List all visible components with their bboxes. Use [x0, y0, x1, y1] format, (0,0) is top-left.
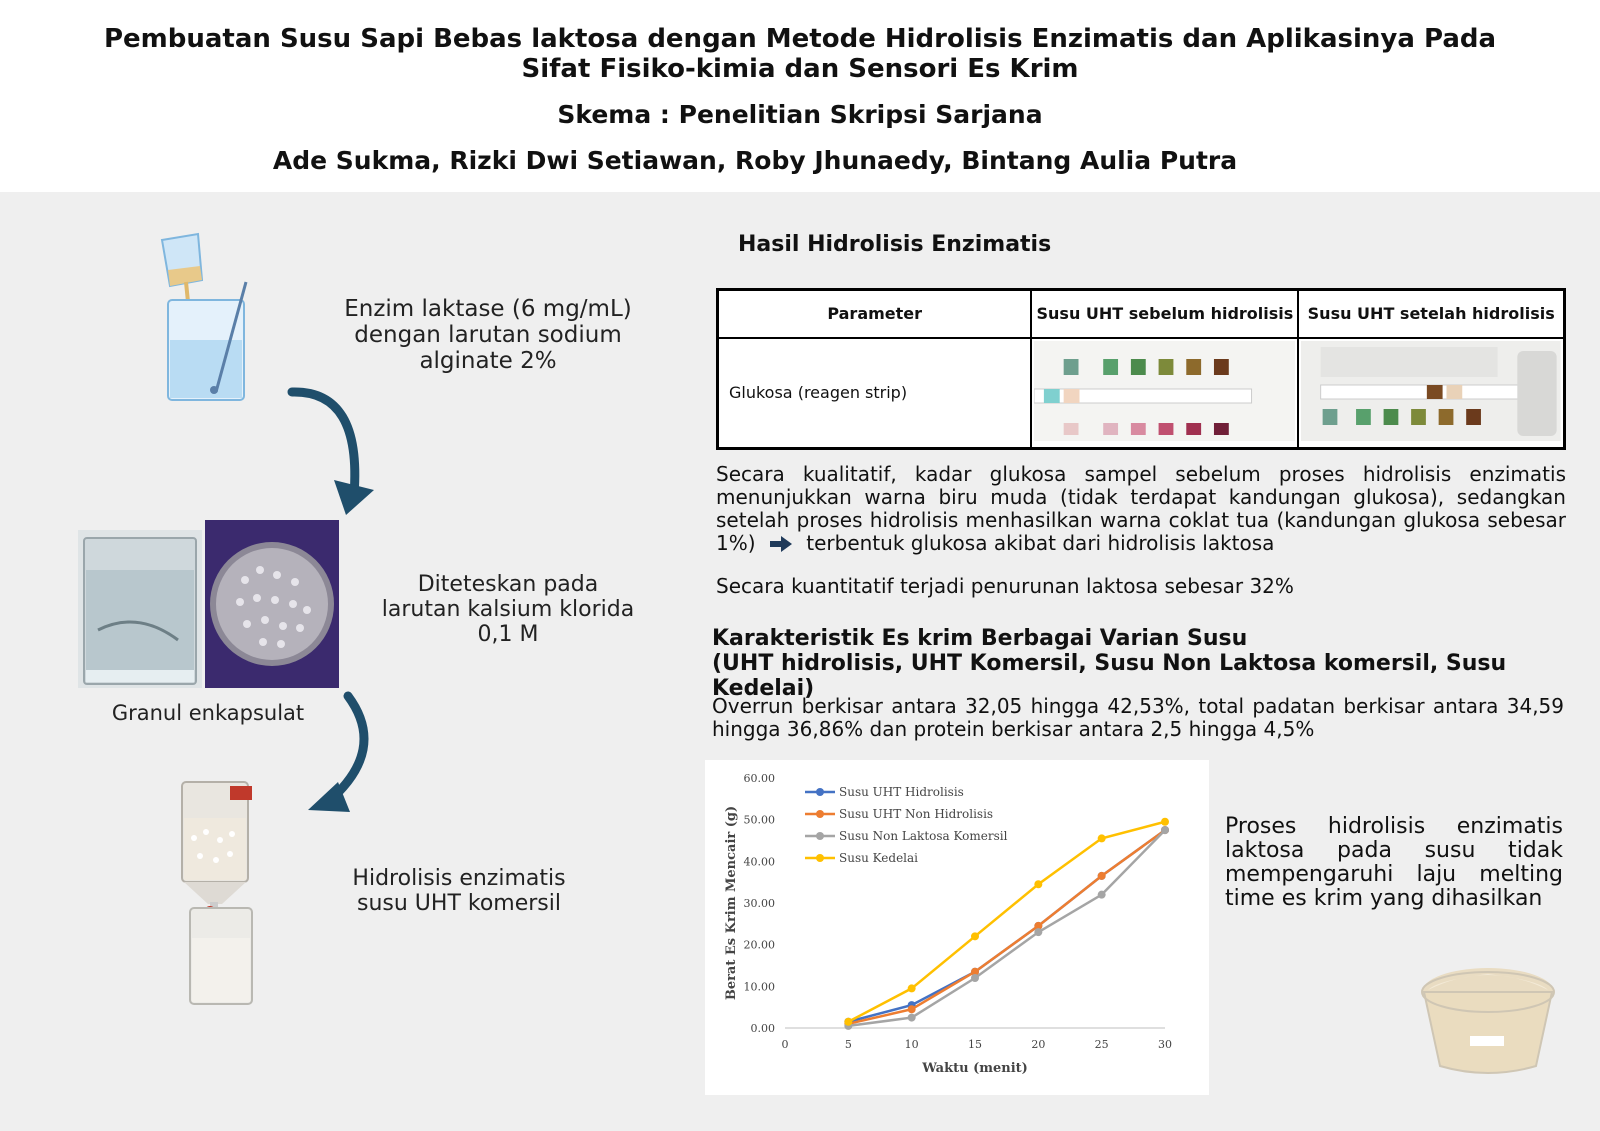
- series-4-point: [1034, 880, 1043, 889]
- series-3-point: [1097, 890, 1106, 899]
- conclusion-text: Proses hidrolisis enzimatis laktosa pada…: [1225, 814, 1563, 911]
- series-4-point: [1097, 834, 1106, 843]
- poster-header: Pembuatan Susu Sapi Bebas laktosa dengan…: [0, 0, 1600, 192]
- series-2-point: [1097, 871, 1106, 880]
- melting-chart-svg: 0.00 10.00 20.00 30.00 40.00 50.00 60.00 0 5 10 15…: [724, 772, 1172, 1076]
- results-table: Parameter Susu UHT sebelum hidrolisis Su…: [716, 288, 1566, 450]
- melting-chart: 0.00 10.00 20.00 30.00 40.00 50.00 60.00 0 5 10 15…: [705, 760, 1209, 1095]
- series-line-4: [847, 820, 1166, 1023]
- icecream-cup-photo: [1421, 968, 1555, 1074]
- legend-label-3: Susu Non Laktosa Komersil: [839, 829, 1008, 843]
- y-tick-label: 20.00: [744, 939, 776, 952]
- right-arrow-icon: [769, 536, 792, 552]
- series-line-3: [848, 829, 1166, 1028]
- legend-marker-1: [816, 788, 824, 796]
- research-scheme: Skema : Penelitian Skripsi Sarjana: [557, 100, 1043, 129]
- table-header-after: Susu UHT setelah hidrolisis: [1297, 288, 1566, 339]
- y-axis-label: Berat Es Krim Mencair (g): [724, 806, 739, 1000]
- y-tick-label: 10.00: [744, 980, 776, 993]
- qualitative-text-b: terbentuk glukosa akibat dari hidrolisis…: [806, 531, 1275, 555]
- y-tick-label: 40.00: [744, 855, 776, 868]
- series-4-point: [971, 932, 979, 941]
- flow-arrow-icon: [308, 691, 369, 812]
- table-header-before: Susu UHT sebelum hidrolisis: [1030, 288, 1300, 339]
- series-3-point: [1034, 928, 1043, 937]
- table-cell-parameter: Glukosa (reagen strip): [716, 336, 1033, 449]
- series-2-point: [907, 1005, 916, 1014]
- legend-marker-3: [816, 832, 824, 840]
- results-title: Hasil Hidrolisis Enzimatis: [738, 232, 1052, 257]
- table-header-parameter: Parameter: [716, 288, 1033, 339]
- series-line-2: [848, 829, 1166, 1026]
- y-tick-label: 0.00: [751, 1022, 776, 1035]
- step2-text: Diteteskan pada larutan kalsium klorida …: [381, 572, 635, 647]
- x-tick-label: 30: [1158, 1038, 1172, 1051]
- qualitative-text-a: Secara kualitatif, kadar glukosa sampel …: [716, 462, 1566, 555]
- calcium-chloride-beaker-photo: [78, 530, 202, 688]
- flow-arrow-icon: [287, 387, 374, 515]
- legend-label-4: Susu Kedelai: [839, 851, 918, 865]
- series-3-point: [1161, 826, 1169, 835]
- quantitative-text: Secara kuantitatif terjadi penurunan lak…: [716, 574, 1294, 598]
- x-tick-label: 5: [845, 1038, 852, 1051]
- icecream-title-line2: (UHT hidrolisis, UHT Komersil, Susu Non …: [712, 651, 1507, 701]
- qualitative-text: Secara kualitatif, kadar glukosa sampel …: [716, 463, 1566, 555]
- series-4-point: [844, 1017, 853, 1026]
- reagent-strip-before-image: [1033, 340, 1296, 441]
- x-tick-label: 25: [1095, 1038, 1109, 1051]
- granule-label: Granul enkapsulat: [111, 701, 305, 725]
- legend-marker-4: [816, 854, 824, 862]
- authors: Ade Sukma, Rizki Dwi Setiawan, Roby Jhun…: [272, 146, 1238, 175]
- icecream-title-line1: Karakteristik Es krim Berbagai Varian Su…: [712, 626, 1248, 651]
- y-tick-label: 50.00: [744, 814, 776, 827]
- series-3-point: [907, 1013, 916, 1022]
- legend-marker-2: [816, 810, 824, 818]
- icecream-title: Karakteristik Es krim Berbagai Varian Su…: [712, 626, 1592, 701]
- step3-text: Hidrolisis enzimatis susu UHT komersil: [352, 866, 566, 916]
- y-tick-label: 60.00: [744, 772, 776, 785]
- series-2-point: [1034, 921, 1043, 930]
- reagent-strip-after-image: [1301, 340, 1561, 441]
- beaker-pour-illustration: [160, 232, 248, 401]
- x-axis-label: Waktu (menit): [921, 1061, 1028, 1076]
- icecream-characteristics-text: Overrun berkisar antara 32,05 hingga 42,…: [712, 694, 1564, 741]
- legend-label-2: Susu UHT Non Hidrolisis: [839, 807, 993, 821]
- granule-dish-photo: [205, 520, 339, 688]
- legend-label-1: Susu UHT Hidrolisis: [839, 785, 964, 799]
- series-4-point: [1161, 817, 1169, 826]
- x-tick-label: 15: [968, 1038, 982, 1051]
- y-tick-label: 30.00: [744, 897, 776, 910]
- series-2-point: [971, 967, 979, 976]
- x-tick-label: 10: [905, 1038, 919, 1051]
- step1-text: Enzim laktase (6 mg/mL) dengan larutan s…: [344, 296, 632, 374]
- x-tick-label: 0: [782, 1038, 789, 1051]
- x-tick-label: 20: [1031, 1038, 1045, 1051]
- series-4-point: [907, 984, 916, 993]
- hydrolysis-column-photo: [181, 781, 253, 1005]
- poster-title: Pembuatan Susu Sapi Bebas laktosa dengan…: [103, 24, 1497, 84]
- series-3-point: [971, 974, 979, 982]
